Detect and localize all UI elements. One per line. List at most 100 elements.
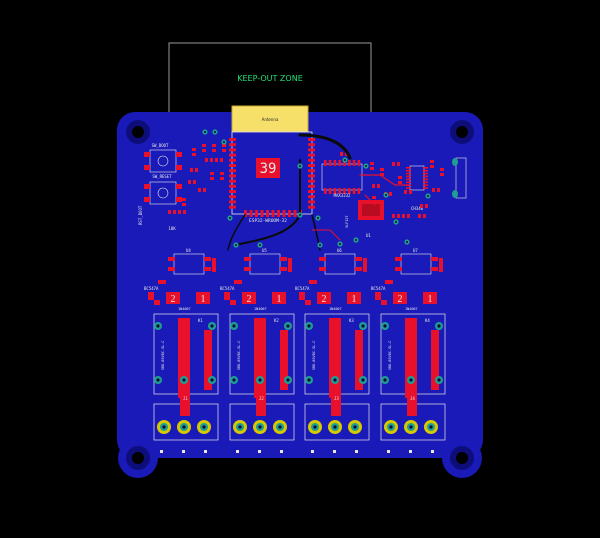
via-hole <box>223 141 225 143</box>
ic-pad <box>348 188 351 194</box>
relay-pin-hole <box>156 378 160 382</box>
opto-pad <box>319 267 326 271</box>
ic-pad <box>333 160 337 166</box>
diode-pad <box>196 292 210 304</box>
esp-pad <box>308 205 315 209</box>
smd-pad <box>340 152 343 156</box>
esp-pad <box>229 174 236 178</box>
diode-pad-label: 1 <box>277 294 282 305</box>
smd-pad <box>380 168 384 171</box>
transistor-pad <box>230 300 236 305</box>
via-hole <box>299 214 301 216</box>
diode-pad <box>242 292 256 304</box>
smd-pad <box>182 203 186 206</box>
diode-pad <box>393 292 407 304</box>
transistor-label: BC547A <box>295 286 310 291</box>
smd-pad <box>212 144 216 147</box>
terminal-pad-hole <box>409 425 413 429</box>
transistor-pad <box>154 300 160 305</box>
resistor-pad <box>309 280 317 284</box>
terminal-pad-hole <box>353 425 357 429</box>
terminal-pad-hole <box>162 425 166 429</box>
smd-passives-right <box>340 152 444 218</box>
smd-pad <box>190 168 193 172</box>
relay-trace <box>355 330 363 390</box>
opto-pad <box>244 257 251 261</box>
usb-connector <box>452 157 467 199</box>
transistor-label: BC547A <box>220 286 235 291</box>
relay-label: SRD-05VDC-SL-C <box>237 340 241 370</box>
ic-pad <box>343 160 346 166</box>
opto-pad <box>280 267 287 271</box>
resistor-pad <box>158 280 166 284</box>
ic-pad <box>328 188 332 194</box>
usb-pad <box>406 172 411 175</box>
relay-pin-hole <box>182 378 186 382</box>
smd-pad <box>173 210 176 214</box>
esp-pad <box>308 195 315 199</box>
diode-pad <box>423 292 437 304</box>
relay-pin-hole <box>361 378 365 382</box>
usb-pad <box>423 184 428 186</box>
mounting-holes <box>118 112 482 478</box>
opto-pad <box>168 257 175 261</box>
via-hole <box>204 131 206 133</box>
smd-pad <box>402 214 405 218</box>
relay-trace <box>431 330 439 390</box>
opto-pad <box>244 267 251 271</box>
bottom-pad <box>409 450 412 453</box>
esp32-module: 39 ESP32-WROOM-32 <box>229 131 315 224</box>
esp-pad <box>229 138 236 141</box>
connector-trace <box>407 396 417 416</box>
connector-ref: J1 <box>183 396 188 401</box>
terminal-pad-hole <box>333 425 337 429</box>
smd-pad <box>220 158 223 162</box>
esp-pad <box>308 148 315 152</box>
smd-pad <box>222 149 226 152</box>
relay-pin-hole <box>286 378 290 382</box>
ic-pad <box>328 160 332 166</box>
bottom-pad <box>311 450 314 453</box>
smd-pad <box>377 184 380 188</box>
terminal-pad-hole <box>313 425 317 429</box>
smd-pad <box>409 190 412 194</box>
diode-pad-label: 2 <box>171 294 176 305</box>
via-hole <box>319 244 321 246</box>
relay-label: SRD-05VDC-SL-C <box>312 340 316 370</box>
serial-ic: MAX3232 <box>321 160 363 198</box>
smd-pad <box>407 214 410 218</box>
relay-pin-hole <box>210 324 214 328</box>
terminal-pad-hole <box>202 425 206 429</box>
smd-pad <box>222 144 226 147</box>
antenna-area <box>231 105 309 133</box>
ic-pad <box>352 188 356 194</box>
esp-pad <box>277 210 280 217</box>
relay-ref: K2 <box>274 318 279 323</box>
smd-pad <box>372 196 376 199</box>
usb-pad <box>406 181 411 184</box>
opto-pad <box>355 267 362 271</box>
ic-pad <box>324 188 327 194</box>
smd-pad <box>192 148 196 151</box>
smd-pad <box>430 165 434 168</box>
diode-pad-label: 2 <box>322 294 327 305</box>
smd-pad <box>183 210 186 214</box>
serial-ic-label: MAX3232 <box>334 193 351 198</box>
resistor-pad <box>212 258 216 272</box>
via-hole <box>214 131 216 133</box>
esp-pad <box>288 210 291 217</box>
esp-pad <box>229 200 236 204</box>
bottom-pad <box>387 450 390 453</box>
smd-pad <box>212 149 216 152</box>
transistor-pad <box>381 300 387 305</box>
smd-pad <box>392 214 395 218</box>
svg-text:RST_BOOT: RST_BOOT <box>138 205 143 225</box>
via-hole <box>385 194 387 196</box>
ic-pad <box>348 160 351 166</box>
relay-pin-hole <box>307 378 311 382</box>
esp-pad <box>308 190 315 193</box>
relay-pin-hole <box>437 378 441 382</box>
smd-pad <box>210 158 213 162</box>
connector-ref: J3 <box>334 396 339 401</box>
